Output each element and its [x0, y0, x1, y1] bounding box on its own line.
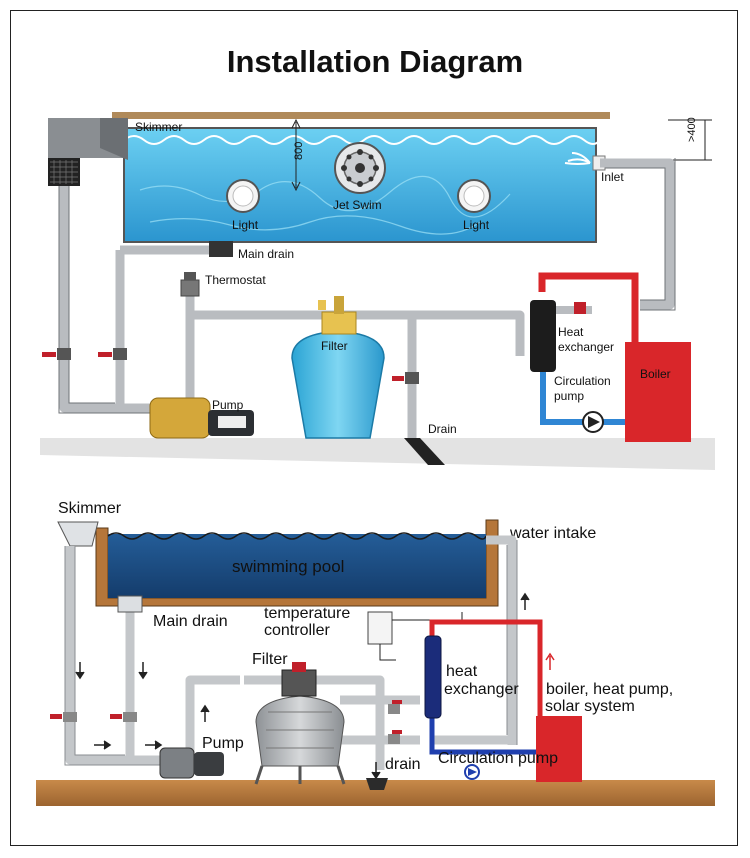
top-water-waves: [123, 135, 601, 145]
bottom-circulation-pump-label: Circulation pump: [438, 750, 558, 767]
bottom-boiler: [536, 716, 582, 782]
top-drain-label: Drain: [428, 422, 457, 436]
top-light-left-label: Light: [232, 218, 259, 232]
top-light-right-label: Light: [463, 218, 490, 232]
diagram-title: Installation Diagram: [226, 44, 524, 79]
bottom-valve-1: [50, 712, 77, 722]
top-heat-exchanger-label-1: Heat: [558, 325, 584, 339]
top-dim-400-label: >400: [686, 117, 698, 142]
bottom-boiler-label-2: solar system: [545, 698, 635, 715]
top-circulation-pump: [582, 411, 604, 433]
bottom-pool-waves: [107, 532, 487, 540]
bottom-valve-2: [110, 712, 137, 722]
bottom-filter-label: Filter: [252, 651, 288, 668]
bottom-pump-label: Pump: [202, 735, 244, 752]
top-inlet-label: Inlet: [601, 170, 624, 184]
bottom-filter: [254, 662, 346, 785]
bottom-pool-water: [108, 534, 486, 598]
bottom-heat-exchanger-label-2: exchanger: [444, 681, 519, 698]
top-valve-3: [392, 372, 419, 384]
top-pipes-outline: [58, 158, 676, 414]
top-filter: [291, 296, 385, 439]
top-heat-exchanger: [530, 300, 592, 372]
top-circulation-pump-label-2: pump: [554, 389, 584, 403]
top-valve-2: [98, 348, 127, 360]
bottom-skimmer-label: Skimmer: [58, 500, 122, 517]
top-pump: [149, 397, 254, 439]
bottom-skimmer: [57, 521, 99, 547]
bottom-pump: [159, 747, 224, 779]
bottom-valve-3: [388, 700, 402, 714]
top-jet-swim: [334, 142, 386, 194]
top-pool-coping: [112, 112, 610, 119]
top-main-drain-label: Main drain: [238, 247, 294, 261]
bottom-temp-controller-label-1: temperature: [264, 605, 350, 622]
top-thermostat-label: Thermostat: [205, 273, 266, 287]
top-diagram: Skimmer 800 Jet Swim Light: [40, 112, 715, 470]
bottom-boiler-label-1: boiler, heat pump,: [546, 681, 673, 698]
bottom-heat-exchanger: [424, 635, 442, 719]
top-filter-label: Filter: [321, 339, 348, 353]
bottom-hot-arrow: [545, 652, 555, 670]
top-heat-exchanger-label-2: exchanger: [558, 340, 614, 354]
top-valve-1: [42, 348, 71, 360]
top-water-caustics: [139, 175, 511, 235]
bottom-cold-loop: [429, 716, 540, 755]
bottom-temp-controller: [367, 611, 393, 645]
bottom-pipes: [65, 535, 517, 770]
top-thermostat-head: [184, 272, 196, 280]
top-hot-loop: [538, 272, 639, 342]
bottom-hot-loop: [429, 619, 543, 718]
bottom-diagram: swimming pool Skimmer water intake: [36, 500, 715, 806]
top-dim-800-arrow-up: [291, 118, 301, 129]
bottom-drain-label: drain: [385, 756, 421, 773]
top-dim-800-arrow-down: [291, 181, 301, 192]
top-circulation-pump-label-1: Circulation: [554, 374, 611, 388]
top-jet-swim-label: Jet Swim: [333, 198, 382, 212]
top-skimmer-mesh: [50, 160, 78, 184]
bottom-valve-4: [388, 730, 402, 744]
bottom-temp-controller-label-2: controller: [264, 622, 330, 639]
top-boiler-label: Boiler: [640, 367, 671, 381]
top-skimmer-label: Skimmer: [135, 120, 182, 134]
top-dim-800-label: 800: [293, 142, 305, 160]
top-inlet-spray: [564, 152, 591, 165]
top-skimmer-mouth: [100, 118, 128, 160]
top-ground: [40, 438, 715, 470]
bottom-heat-exchanger-label-1: heat: [446, 663, 478, 680]
top-thermostat: [180, 279, 200, 297]
top-main-drain: [209, 241, 233, 257]
top-drain-pipe: [404, 438, 445, 465]
diagram-frame: [10, 10, 738, 846]
bottom-drain-pit: [366, 778, 388, 790]
top-light-left: [226, 179, 260, 213]
bottom-swimming-pool-label: swimming pool: [232, 557, 344, 576]
bottom-deck: [36, 780, 715, 806]
top-pump-label: Pump: [212, 398, 244, 412]
bottom-main-drain-label: Main drain: [153, 613, 228, 630]
top-light-right: [457, 179, 491, 213]
bottom-pipes-outline: [64, 540, 518, 766]
bottom-water-intake-label: water intake: [509, 525, 596, 542]
bottom-main-drain: [117, 595, 143, 613]
bottom-circulation-pump: [464, 764, 480, 780]
top-boiler: [625, 342, 691, 442]
bottom-flow-arrows: [75, 592, 530, 780]
top-pipes: [59, 158, 675, 440]
